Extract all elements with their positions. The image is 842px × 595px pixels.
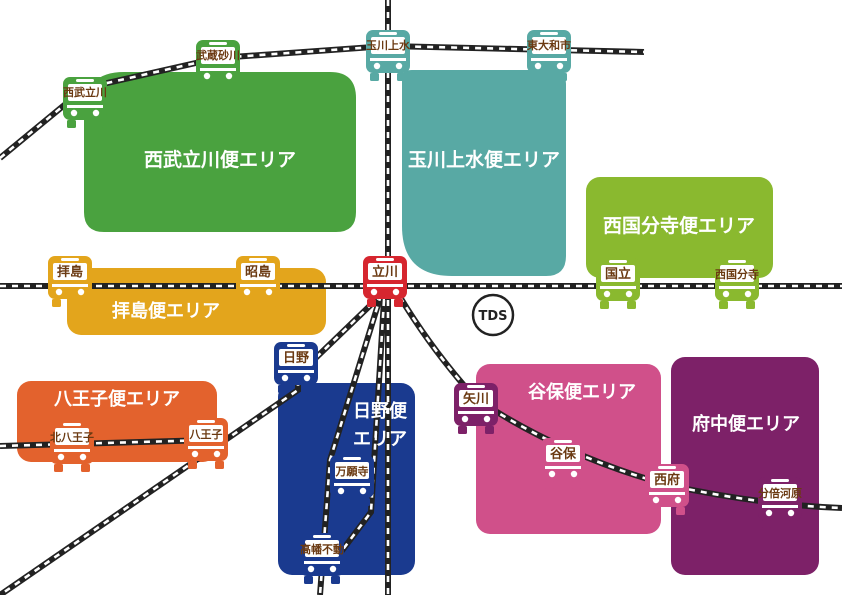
zone-label-yaho: 谷保便エリア bbox=[528, 381, 636, 403]
station-yagawa[interactable]: 矢川 bbox=[454, 383, 498, 434]
station-label: 分倍河原 bbox=[758, 486, 802, 500]
station-label: 八王子 bbox=[189, 428, 223, 441]
zone-nishi-kokubunji bbox=[586, 177, 773, 278]
zone-seibu-tachikawa bbox=[84, 72, 356, 232]
station-tamagawa-josui[interactable]: 玉川上水 bbox=[366, 30, 411, 81]
station-akishima[interactable]: 昭島 bbox=[236, 256, 280, 307]
station-label: 西武立川 bbox=[63, 85, 107, 99]
zone-label-nishi-kokubunji: 西国分寺便エリア bbox=[603, 215, 755, 237]
station-label: 日野 bbox=[283, 351, 309, 366]
station-label: 万願寺 bbox=[335, 464, 369, 478]
zone-label-tamagawa-josui: 玉川上水便エリア bbox=[408, 149, 560, 171]
station-yaho[interactable]: 谷保 bbox=[541, 438, 585, 489]
station-tachikawa-hub[interactable]: 立川 bbox=[363, 256, 407, 307]
station-label: 国立 bbox=[605, 266, 631, 282]
station-seibu-tachikawa[interactable]: 西武立川 bbox=[63, 77, 107, 128]
station-label: 谷保 bbox=[550, 446, 577, 462]
station-label: 高幡不動 bbox=[300, 542, 344, 556]
zone-fuchu bbox=[671, 357, 819, 575]
zone-label-hachioji: 八王子便エリア bbox=[54, 388, 180, 410]
station-hino[interactable]: 日野 bbox=[274, 342, 318, 393]
station-label: 武蔵砂川 bbox=[196, 48, 240, 62]
station-label: 拝島 bbox=[57, 264, 83, 280]
tds-marker[interactable]: TDS bbox=[471, 293, 515, 337]
zone-label-haijima: 拝島便エリア bbox=[112, 300, 220, 322]
zone-label-hino-2: エリア bbox=[353, 429, 407, 450]
station-haijima[interactable]: 拝島 bbox=[48, 256, 92, 307]
station-musashi-sunagawa[interactable]: 武蔵砂川 bbox=[196, 40, 240, 91]
tds-label: TDS bbox=[478, 309, 507, 324]
zone-label-seibu-tachikawa: 西武立川便エリア bbox=[144, 148, 296, 171]
zone-label-hino-1: 日野便 bbox=[353, 400, 408, 422]
zone-tamagawa-josui bbox=[402, 70, 566, 276]
station-bubaigawara[interactable]: 分倍河原 bbox=[758, 477, 802, 528]
station-label: 西国分寺 bbox=[715, 267, 759, 281]
zone-label-fuchu: 府中便エリア bbox=[692, 413, 800, 435]
station-higashi-yamato[interactable]: 東大和市 bbox=[527, 30, 571, 81]
station-label: 矢川 bbox=[463, 391, 489, 407]
station-nishi-kokubunji[interactable]: 西国分寺 bbox=[715, 258, 759, 309]
station-hachioji[interactable]: 八王子 bbox=[184, 418, 228, 469]
station-kunitachi[interactable]: 国立 bbox=[596, 258, 640, 309]
station-label: 玉川上水 bbox=[366, 38, 411, 52]
station-label: 東大和市 bbox=[527, 38, 571, 52]
station-label: 西府 bbox=[654, 472, 680, 488]
station-manganji[interactable]: 万願寺 bbox=[330, 455, 374, 506]
station-label: 北八王子 bbox=[50, 430, 94, 444]
station-label: 立川 bbox=[372, 264, 398, 280]
station-takahata-fudo[interactable]: 高幡不動 bbox=[300, 533, 344, 584]
station-nishifu[interactable]: 西府 bbox=[645, 464, 689, 515]
station-label: 昭島 bbox=[245, 264, 271, 280]
station-kita-hachioji[interactable]: 北八王子 bbox=[50, 421, 94, 472]
